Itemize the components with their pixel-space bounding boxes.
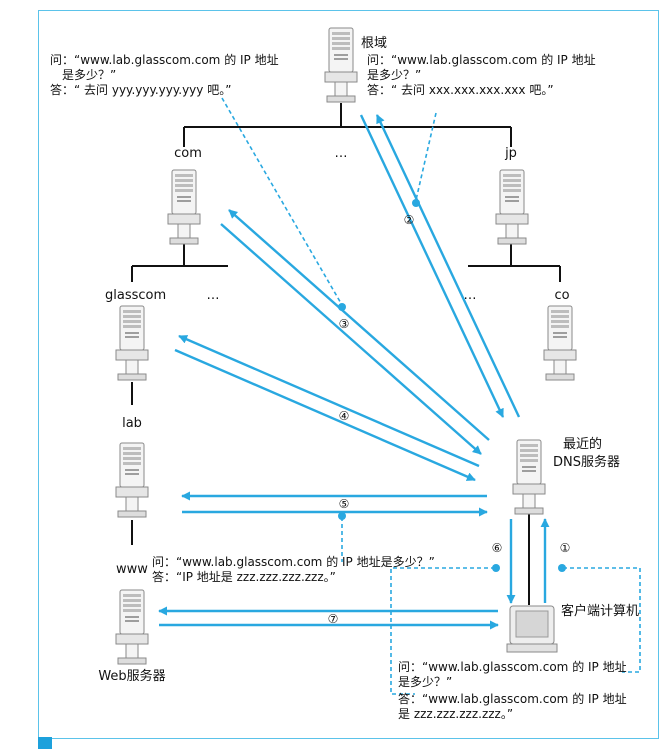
arrow-3-dns-to-com — [228, 209, 490, 441]
dashed-query-lines — [221, 97, 641, 695]
web-server-icon — [115, 589, 149, 665]
com-server-icon — [167, 169, 201, 245]
nearest-dns-server-icon — [512, 439, 546, 515]
arrow-3-com-to-dns — [220, 223, 482, 455]
qa-left: 问：“www.lab.glasscom.com 的 IP 地址 是多少？” 答：… — [50, 52, 279, 97]
jp-dots-label: … — [464, 288, 477, 303]
step-numbers: ① ② ③ ④ ⑤ ⑥ ⑦ — [328, 213, 571, 626]
nearest-dns-label-line2: DNS服务器 — [553, 454, 620, 470]
step-3: ③ — [339, 317, 350, 331]
step-4: ④ — [339, 409, 350, 423]
qa-root-answer: 答：“ 去问 xxx.xxx.xxx.xxx 吧。” — [367, 82, 554, 97]
jp-label: jp — [504, 146, 517, 161]
root-label: 根域 — [361, 36, 387, 51]
qa-client-answer-line2: 是 zzz.zzz.zzz.zzz。” — [398, 707, 513, 721]
qa-left-answer: 答：“ 去问 yyy.yyy.yyy.yyy 吧。” — [50, 82, 231, 97]
qa-client-answer-line1: 答：“www.lab.glasscom.com 的 IP 地址 — [398, 691, 627, 706]
nearest-dns-label-line1: 最近的 — [563, 436, 602, 452]
qa-root: 问：“www.lab.glasscom.com 的 IP 地址 是多少？” 答：… — [367, 52, 596, 97]
lab-server-icon — [115, 442, 149, 518]
co-label: co — [554, 288, 569, 303]
client-label: 客户端计算机 — [561, 603, 639, 619]
corner-marker — [38, 737, 52, 749]
www-label: www — [116, 562, 148, 577]
step-7: ⑦ — [328, 612, 339, 626]
qa-client: 问：“www.lab.glasscom.com 的 IP 地址 是多少？” 答：… — [398, 659, 627, 721]
qa-left-question-line2: 是多少？” — [62, 68, 116, 82]
root-server-icon — [324, 27, 358, 103]
glasscom-label: glasscom — [105, 288, 166, 303]
step-arrows — [158, 114, 550, 630]
qa-www-answer: 答：“IP 地址是 zzz.zzz.zzz.zzz。” — [152, 569, 336, 584]
step-1: ① — [560, 541, 571, 555]
co-server-icon — [543, 305, 577, 381]
lab-label: lab — [122, 416, 142, 431]
jp-server-icon — [495, 169, 529, 245]
tree-lines — [131, 103, 561, 605]
step-2: ② — [404, 213, 415, 227]
arrow-2-root-to-dns — [359, 114, 505, 418]
qa-root-question-line1: 问：“www.lab.glasscom.com 的 IP 地址 — [367, 52, 596, 67]
client-computer-icon — [506, 605, 558, 653]
diagram-frame — [38, 10, 659, 739]
node-labels: 根域 com … jp glasscom … … co lab www Web服… — [98, 36, 639, 684]
com-label: com — [174, 146, 202, 161]
qa-client-question-line1: 问：“www.lab.glasscom.com 的 IP 地址 — [398, 659, 627, 674]
qa-www-question: 问：“www.lab.glasscom.com 的 IP 地址是多少？” — [152, 554, 435, 569]
step-6: ⑥ — [492, 541, 503, 555]
arrow-4-glasscom-to-dns — [174, 348, 476, 482]
glasscom-server-icon — [115, 305, 149, 381]
arrow-2-dns-to-root — [375, 114, 521, 418]
connector-dots — [338, 199, 566, 572]
com-dots-label: … — [207, 288, 220, 303]
arrow-4-dns-to-glasscom — [178, 334, 480, 468]
root-dots-label: … — [335, 146, 348, 161]
qa-left-question-line1: 问：“www.lab.glasscom.com 的 IP 地址 — [50, 52, 279, 67]
qa-www: 问：“www.lab.glasscom.com 的 IP 地址是多少？” 答：“… — [152, 554, 435, 584]
web-server-label: Web服务器 — [98, 668, 165, 684]
qa-root-question-line2: 是多少？” — [367, 68, 421, 82]
qa-client-question-line2: 是多少？” — [398, 675, 452, 689]
step-5: ⑤ — [339, 497, 350, 511]
